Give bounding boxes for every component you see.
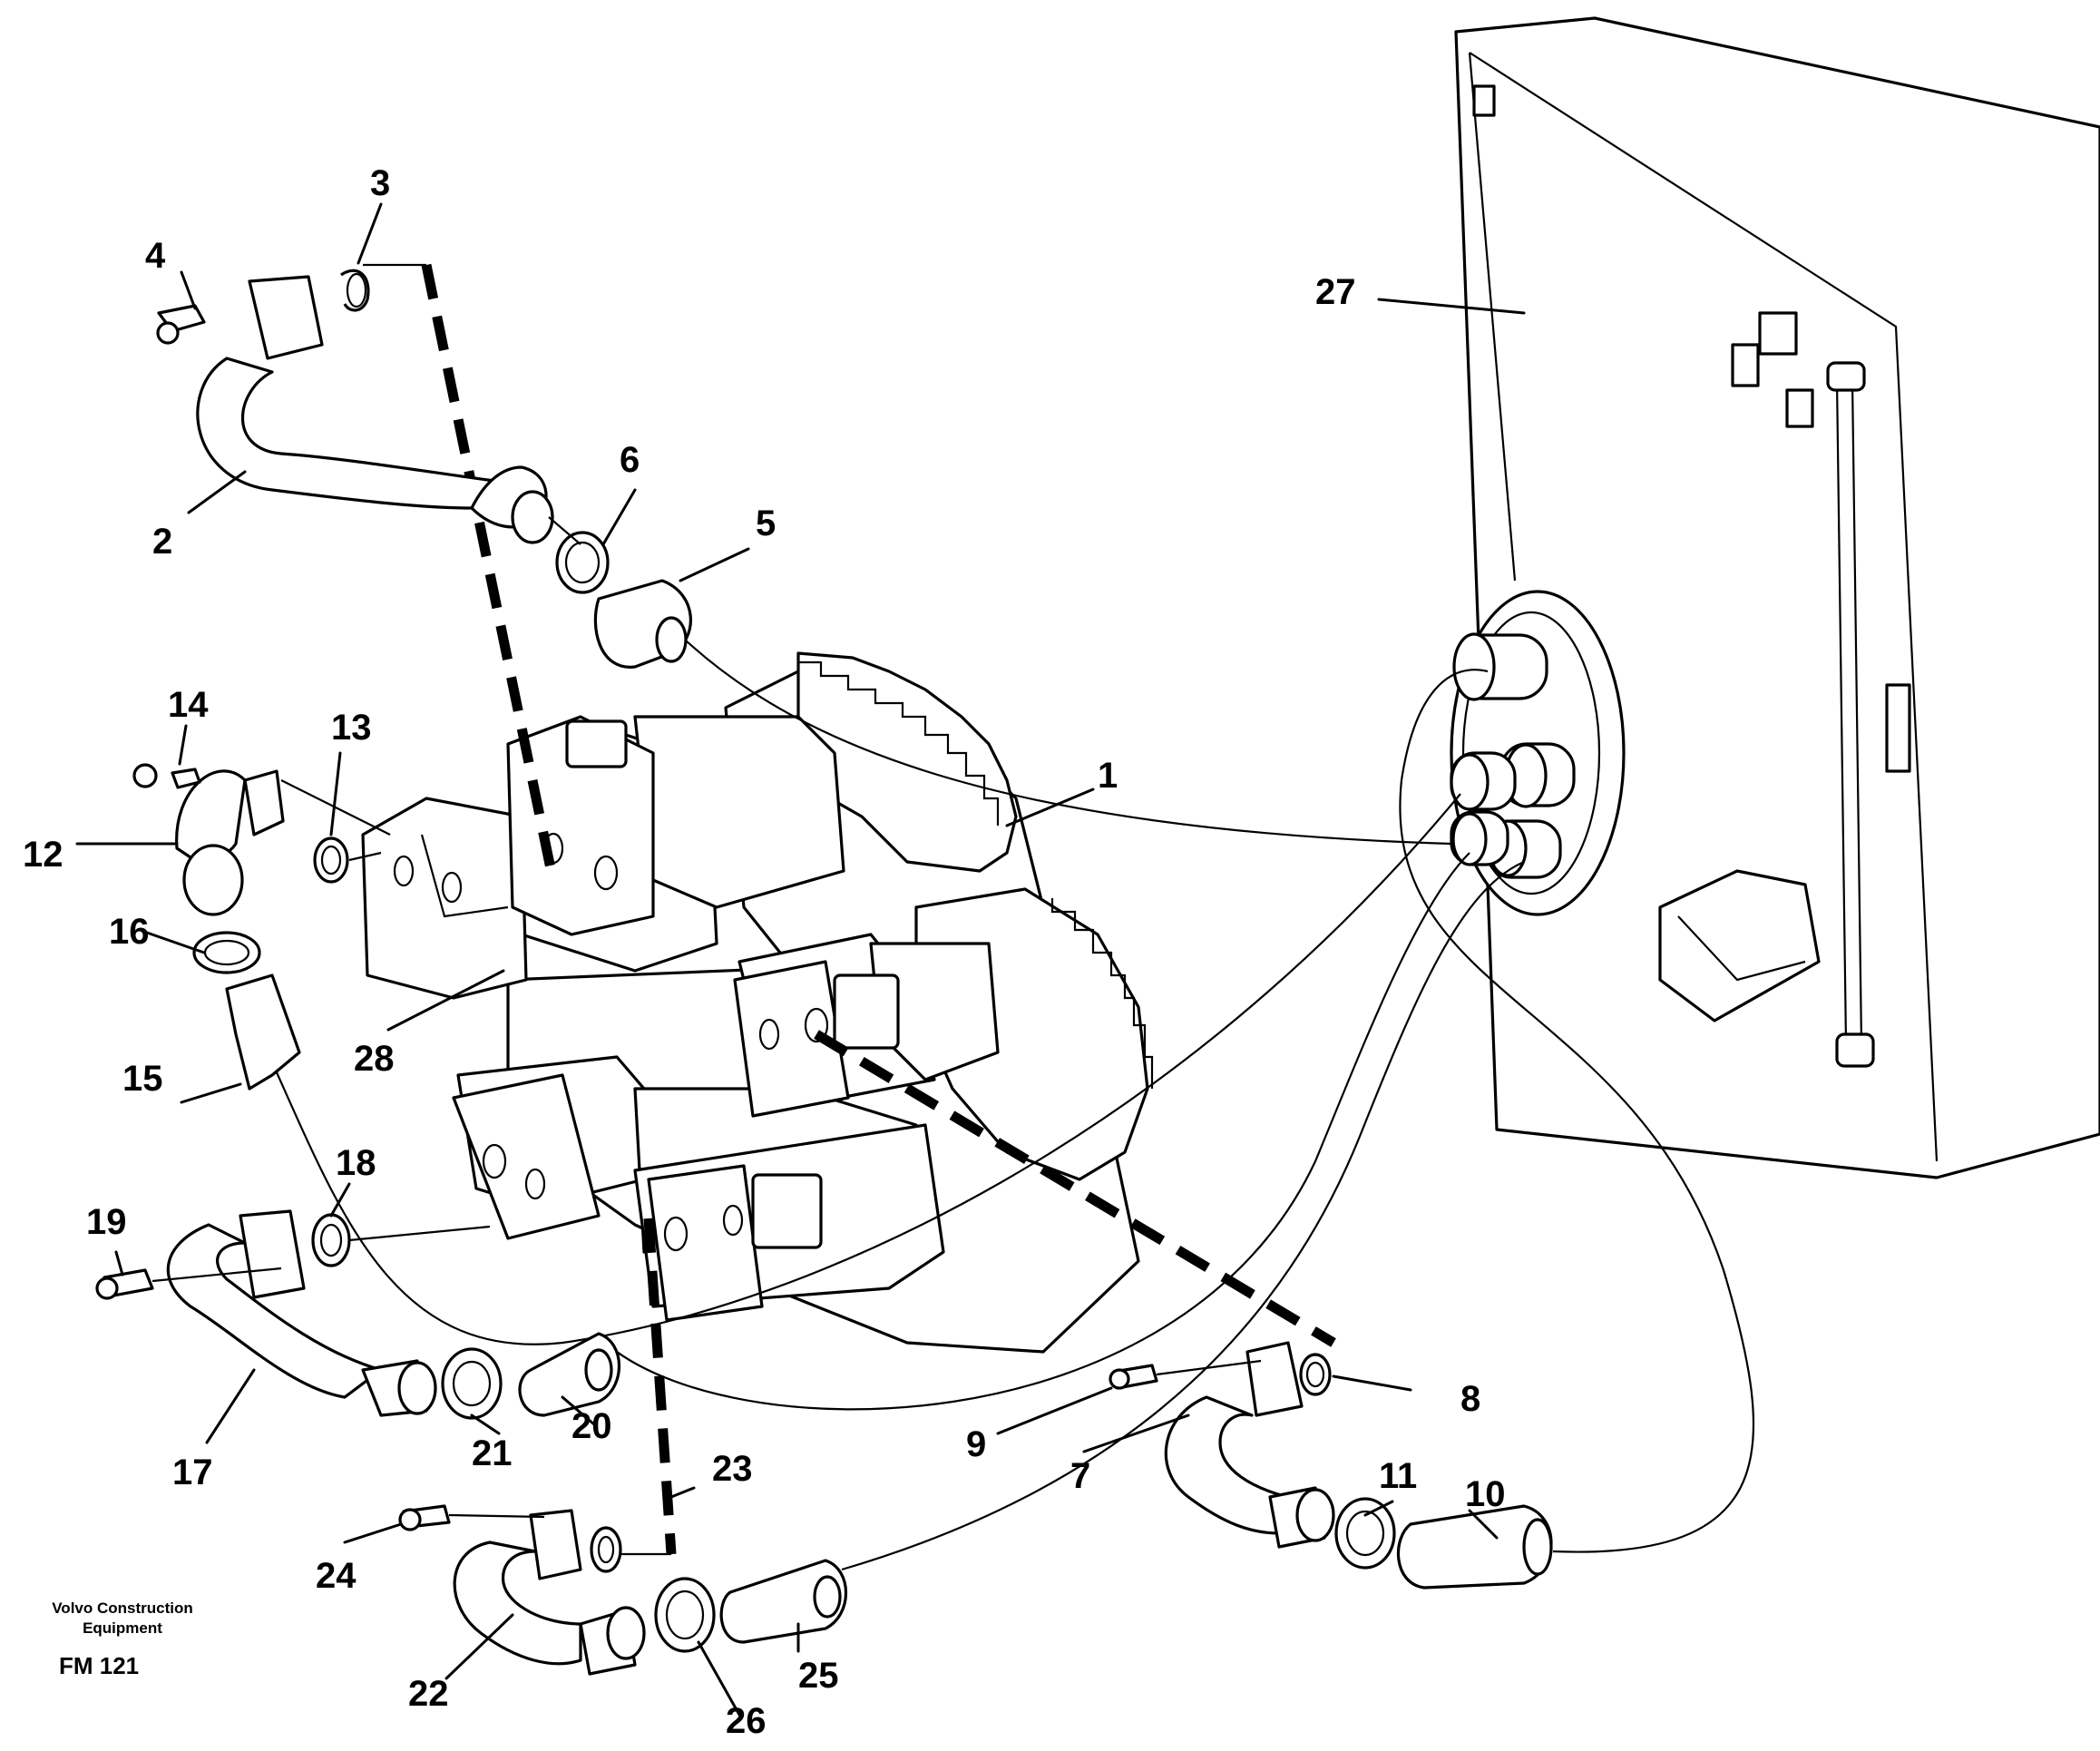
company-name-line1: Volvo Construction <box>52 1599 193 1617</box>
connecting-hoses <box>275 639 1755 1571</box>
leader-lines <box>75 202 1526 1717</box>
elbow-assembly-left <box>132 763 391 1091</box>
pipe-assembly-bottom <box>398 1504 847 1676</box>
assembly-guide-lines <box>363 263 1336 1556</box>
callout-12: 12 <box>23 835 63 875</box>
callout-15: 15 <box>122 1059 163 1099</box>
callout-3: 3 <box>370 163 390 203</box>
callout-21: 21 <box>472 1433 513 1473</box>
company-name-line2: Equipment <box>83 1619 162 1637</box>
callout-5: 5 <box>756 504 776 543</box>
callout-11: 11 <box>1379 1456 1417 1496</box>
pipe-assembly-lower-left <box>95 1209 620 1420</box>
callout-4: 4 <box>145 236 166 276</box>
callout-19: 19 <box>86 1202 127 1242</box>
callout-27: 27 <box>1315 272 1356 312</box>
callout-16: 16 <box>109 912 150 952</box>
transmission-gearbox <box>361 651 1154 1354</box>
callout-26: 26 <box>726 1701 767 1741</box>
figure-footer: Volvo Construction Equipment FM 121 <box>52 1599 193 1679</box>
callout-17: 17 <box>172 1453 213 1492</box>
callout-7: 7 <box>1070 1456 1090 1496</box>
callout-13: 13 <box>331 708 372 748</box>
callout-18: 18 <box>336 1143 376 1183</box>
callout-1: 1 <box>1098 756 1118 796</box>
callout-2: 2 <box>152 522 172 562</box>
callout-6: 6 <box>620 440 640 480</box>
tank-port-flange <box>1450 590 1626 916</box>
callout-9: 9 <box>966 1424 986 1464</box>
callout-8: 8 <box>1460 1379 1480 1419</box>
figure-code: FM 121 <box>59 1652 139 1679</box>
callout-23: 23 <box>712 1449 753 1489</box>
oil-cooler-tank <box>1454 16 2100 1179</box>
callout-20: 20 <box>571 1406 612 1446</box>
pipe-assembly-right <box>1109 1341 1553 1590</box>
callout-24: 24 <box>316 1556 357 1596</box>
callout-14: 14 <box>168 685 209 725</box>
callout-25: 25 <box>798 1656 839 1696</box>
pipe-assembly-upper <box>156 269 692 669</box>
callout-10: 10 <box>1465 1474 1506 1514</box>
callout-22: 22 <box>408 1674 449 1714</box>
callout-labels: 1 2 3 4 5 6 7 8 9 10 11 12 13 14 15 16 1… <box>23 163 1506 1741</box>
callout-28: 28 <box>354 1039 395 1079</box>
